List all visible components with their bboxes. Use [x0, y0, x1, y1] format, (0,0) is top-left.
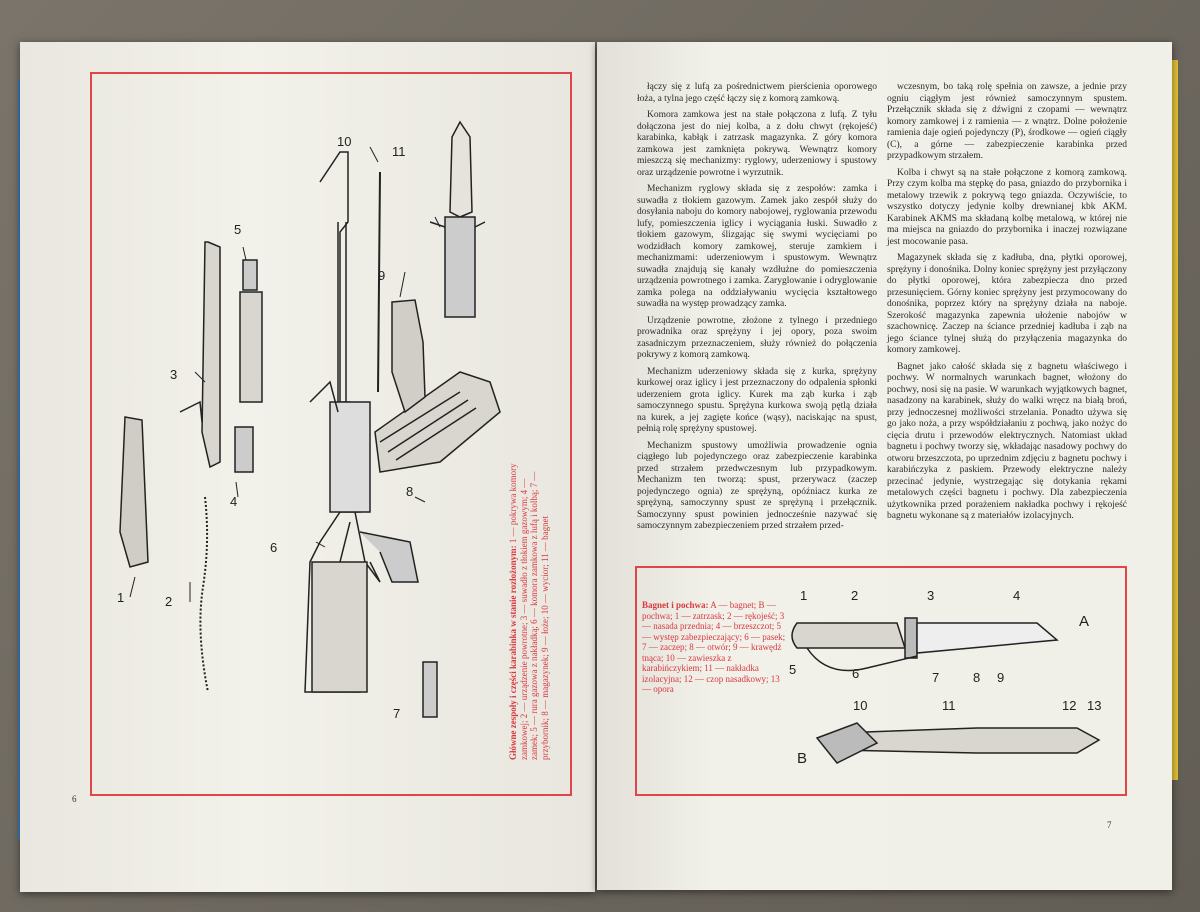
col2-paragraph: wczesnym, bo taką rolę spełnia on zawsze…: [887, 82, 1127, 161]
bolt: [234, 426, 254, 473]
bayonet-label-3: 3: [927, 588, 935, 603]
bayonet-drawing: [449, 120, 473, 218]
bayonet-label-1: 1: [800, 588, 808, 603]
right-page: łączy się z lufą za pośrednictwem pierśc…: [597, 42, 1172, 890]
bayonet-red-frame: Bagnet i pochwa: A — bagnet; B — pochwa;…: [635, 566, 1127, 796]
text-column-1: łączy się z lufą za pośrednictwem pierśc…: [637, 82, 877, 538]
col1-paragraph: Urządzenie powrotne, złożone z tylnego i…: [637, 315, 877, 361]
col2-paragraph: Bagnet jako całość składa się z bagnetu …: [887, 361, 1127, 522]
magazine: [374, 371, 501, 473]
bayonet-caption-text: A — bagnet; B — pochwa; 1 — zatrzask; 2 …: [642, 600, 786, 694]
part-number-1: 1: [117, 590, 125, 605]
part-number-9: 9: [378, 268, 386, 283]
bayonet-label-4: 4: [1013, 588, 1021, 603]
part-number-2: 2: [165, 594, 173, 609]
part-number-3: 3: [170, 367, 178, 382]
col1-paragraph: łączy się z lufą za pośrednictwem pierśc…: [637, 82, 877, 104]
page-number-left: 6: [72, 794, 77, 804]
bayonet-label-12: 12: [1062, 698, 1077, 713]
col1-paragraph: Komora zamkowa jest na stałe połączona z…: [637, 110, 877, 178]
bayonet-label-10: 10: [853, 698, 868, 713]
part-number-5: 5: [234, 222, 242, 237]
part-number-7: 7: [393, 706, 401, 721]
scabbard: [836, 727, 1101, 754]
bayonet-label-2: 2: [851, 588, 859, 603]
rifle-exploded-diagram: [119, 120, 501, 718]
col1-paragraph: Mechanizm spustowy umożliwia prowadzenie…: [637, 440, 877, 532]
bayonet-label-B: B: [797, 750, 808, 767]
part-number-10: 10: [337, 134, 352, 149]
col1-paragraph: Mechanizm uderzeniowy składa się z kurka…: [637, 366, 877, 435]
oiler: [422, 661, 438, 718]
bolt-carrier: [201, 241, 221, 469]
bayonet-caption-title: Bagnet i pochwa:: [642, 600, 709, 610]
handguard: [391, 299, 426, 414]
part-number-6: 6: [270, 540, 278, 555]
part-number-8: 8: [406, 484, 414, 499]
col1-paragraph: Mechanizm ryglowy składa się z zespołów:…: [637, 184, 877, 309]
cover-edge-yellow: [1168, 60, 1178, 780]
bayonet-label-8: 8: [973, 670, 981, 685]
left-page: 1 2 3 4 5 6 7 8 9 10 11 Główne zespoły i…: [20, 42, 595, 892]
gas-tube: [239, 291, 263, 403]
part-number-11: 11: [392, 144, 406, 159]
recoil-spring: [199, 496, 209, 693]
rifle-caption-title: Główne zespoły i części karabinka w stan…: [508, 545, 518, 760]
bayonet-diagram: [791, 617, 1101, 764]
bayonet-caption: Bagnet i pochwa: A — bagnet; B — pochwa;…: [642, 600, 787, 695]
bayonet-handle: [791, 622, 907, 649]
part-number-4: 4: [230, 494, 238, 509]
bayonet-label-7: 7: [932, 670, 940, 685]
bayonet-blade: [916, 622, 1059, 654]
bayonet-label-A: A: [1079, 613, 1090, 630]
bayonet-label-9: 9: [997, 670, 1005, 685]
cleaning-rod: [377, 171, 381, 393]
rifle-caption: Główne zespoły i części karabinka w stan…: [508, 460, 550, 760]
bayonet-label-6: 6: [852, 666, 860, 681]
page-number-right: 7: [1107, 820, 1112, 830]
receiver-cover: [119, 416, 149, 568]
text-column-2: wczesnym, bo taką rolę spełnia on zawsze…: [887, 82, 1127, 528]
col2-paragraph: Magazynek składa się z kadłuba, dna, pły…: [887, 253, 1127, 355]
bayonet-label-13: 13: [1087, 698, 1102, 713]
bayonet-label-5: 5: [789, 662, 797, 677]
col2-paragraph: Kolba i chwyt są na stałe połączone z ko…: [887, 167, 1127, 247]
bayonet-label-11: 11: [942, 698, 956, 713]
left-red-frame: [90, 72, 572, 796]
